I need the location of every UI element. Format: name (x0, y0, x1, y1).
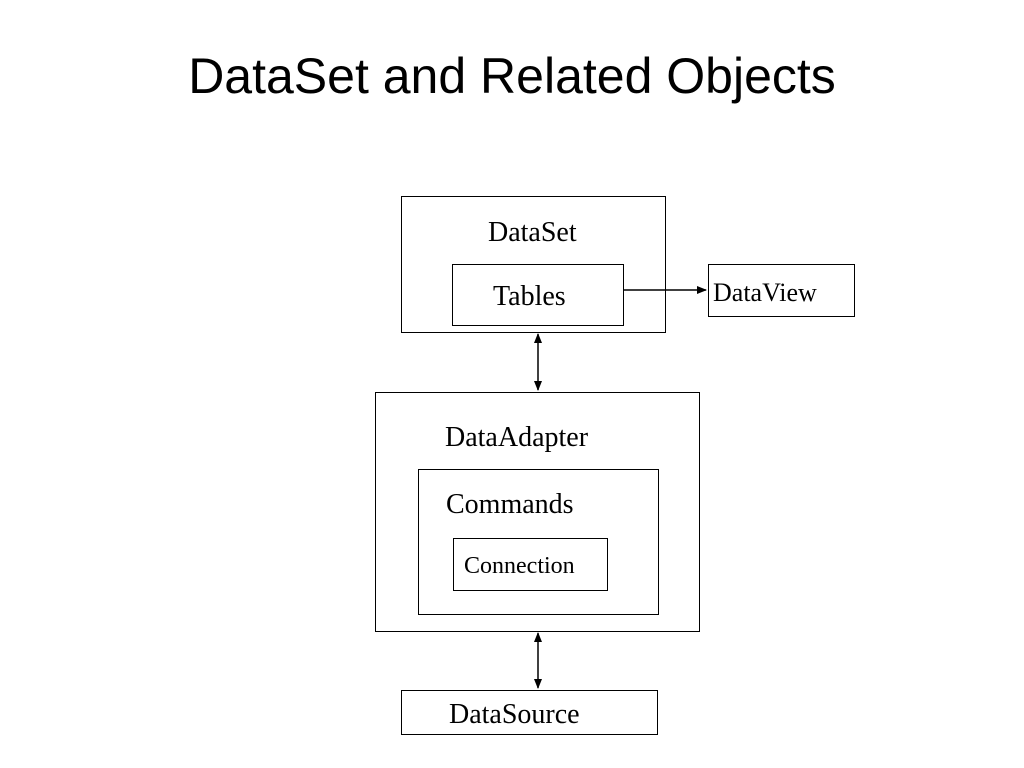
datasource-box: DataSource (401, 690, 658, 735)
connection-box: Connection (453, 538, 608, 591)
dataadapter-label: DataAdapter (445, 422, 589, 453)
commands-box: Commands Connection (418, 469, 659, 615)
dataadapter-box: DataAdapter Commands Connection (375, 392, 700, 632)
commands-label: Commands (446, 489, 574, 520)
slide-title: DataSet and Related Objects (188, 48, 836, 104)
tables-box: Tables (452, 264, 624, 326)
dataset-box: DataSet Tables (401, 196, 666, 333)
connection-label: Connection (464, 553, 575, 579)
datasource-label: DataSource (449, 699, 580, 730)
dataset-label: DataSet (488, 217, 577, 248)
tables-label: Tables (493, 281, 566, 312)
dataview-label: DataView (713, 278, 817, 307)
dataview-box: DataView (708, 264, 855, 317)
